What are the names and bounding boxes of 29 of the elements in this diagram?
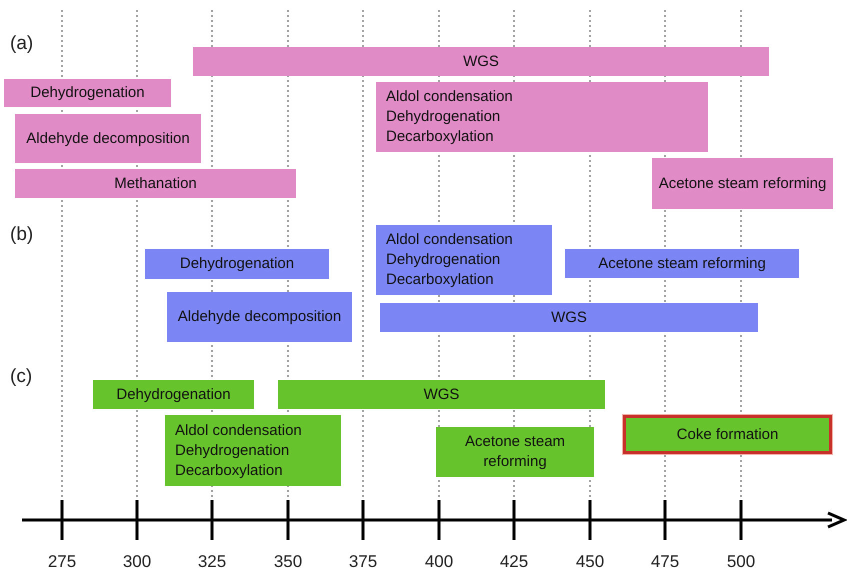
process-bar: Acetone steam reforming xyxy=(652,158,833,209)
process-bar: Aldol condensation Dehydrogenation Decarboxylation xyxy=(165,415,341,486)
panel-label: (b) xyxy=(10,224,34,246)
process-bar: Dehydrogenation xyxy=(4,79,171,107)
tick-label: 475 xyxy=(650,552,680,572)
tick-label: 375 xyxy=(348,552,378,572)
tick-label: 325 xyxy=(196,552,228,572)
panel-label: (a) xyxy=(10,33,34,55)
process-bar: Dehydrogenation xyxy=(145,249,329,279)
process-bar: Aldehyde decomposition xyxy=(167,292,352,342)
panel-label: (c) xyxy=(10,366,32,388)
process-bar: Aldol condensation Dehydrogenation Decarboxylation xyxy=(376,225,552,295)
tick-label: 300 xyxy=(122,552,152,572)
tick-label: 450 xyxy=(574,552,606,572)
process-bar: Coke formation xyxy=(623,415,832,454)
process-bar: Acetone steam reforming xyxy=(436,427,594,477)
process-bar: Aldol condensation Dehydrogenation Decarboxylation xyxy=(376,82,708,152)
process-bar: WGS xyxy=(193,47,769,76)
process-bar: WGS xyxy=(380,303,758,332)
tick-label: 500 xyxy=(726,552,756,572)
tick-label: 275 xyxy=(46,552,78,572)
process-bar: Aldehyde decomposition xyxy=(15,114,201,163)
process-bar: Acetone steam reforming xyxy=(565,249,799,278)
tick-label: 400 xyxy=(424,552,454,572)
tick-label: 350 xyxy=(272,552,304,572)
tick-label: 425 xyxy=(498,552,530,572)
process-bar: Methanation xyxy=(15,169,296,198)
process-bar: WGS xyxy=(278,380,605,409)
process-bar: Dehydrogenation xyxy=(93,380,254,409)
